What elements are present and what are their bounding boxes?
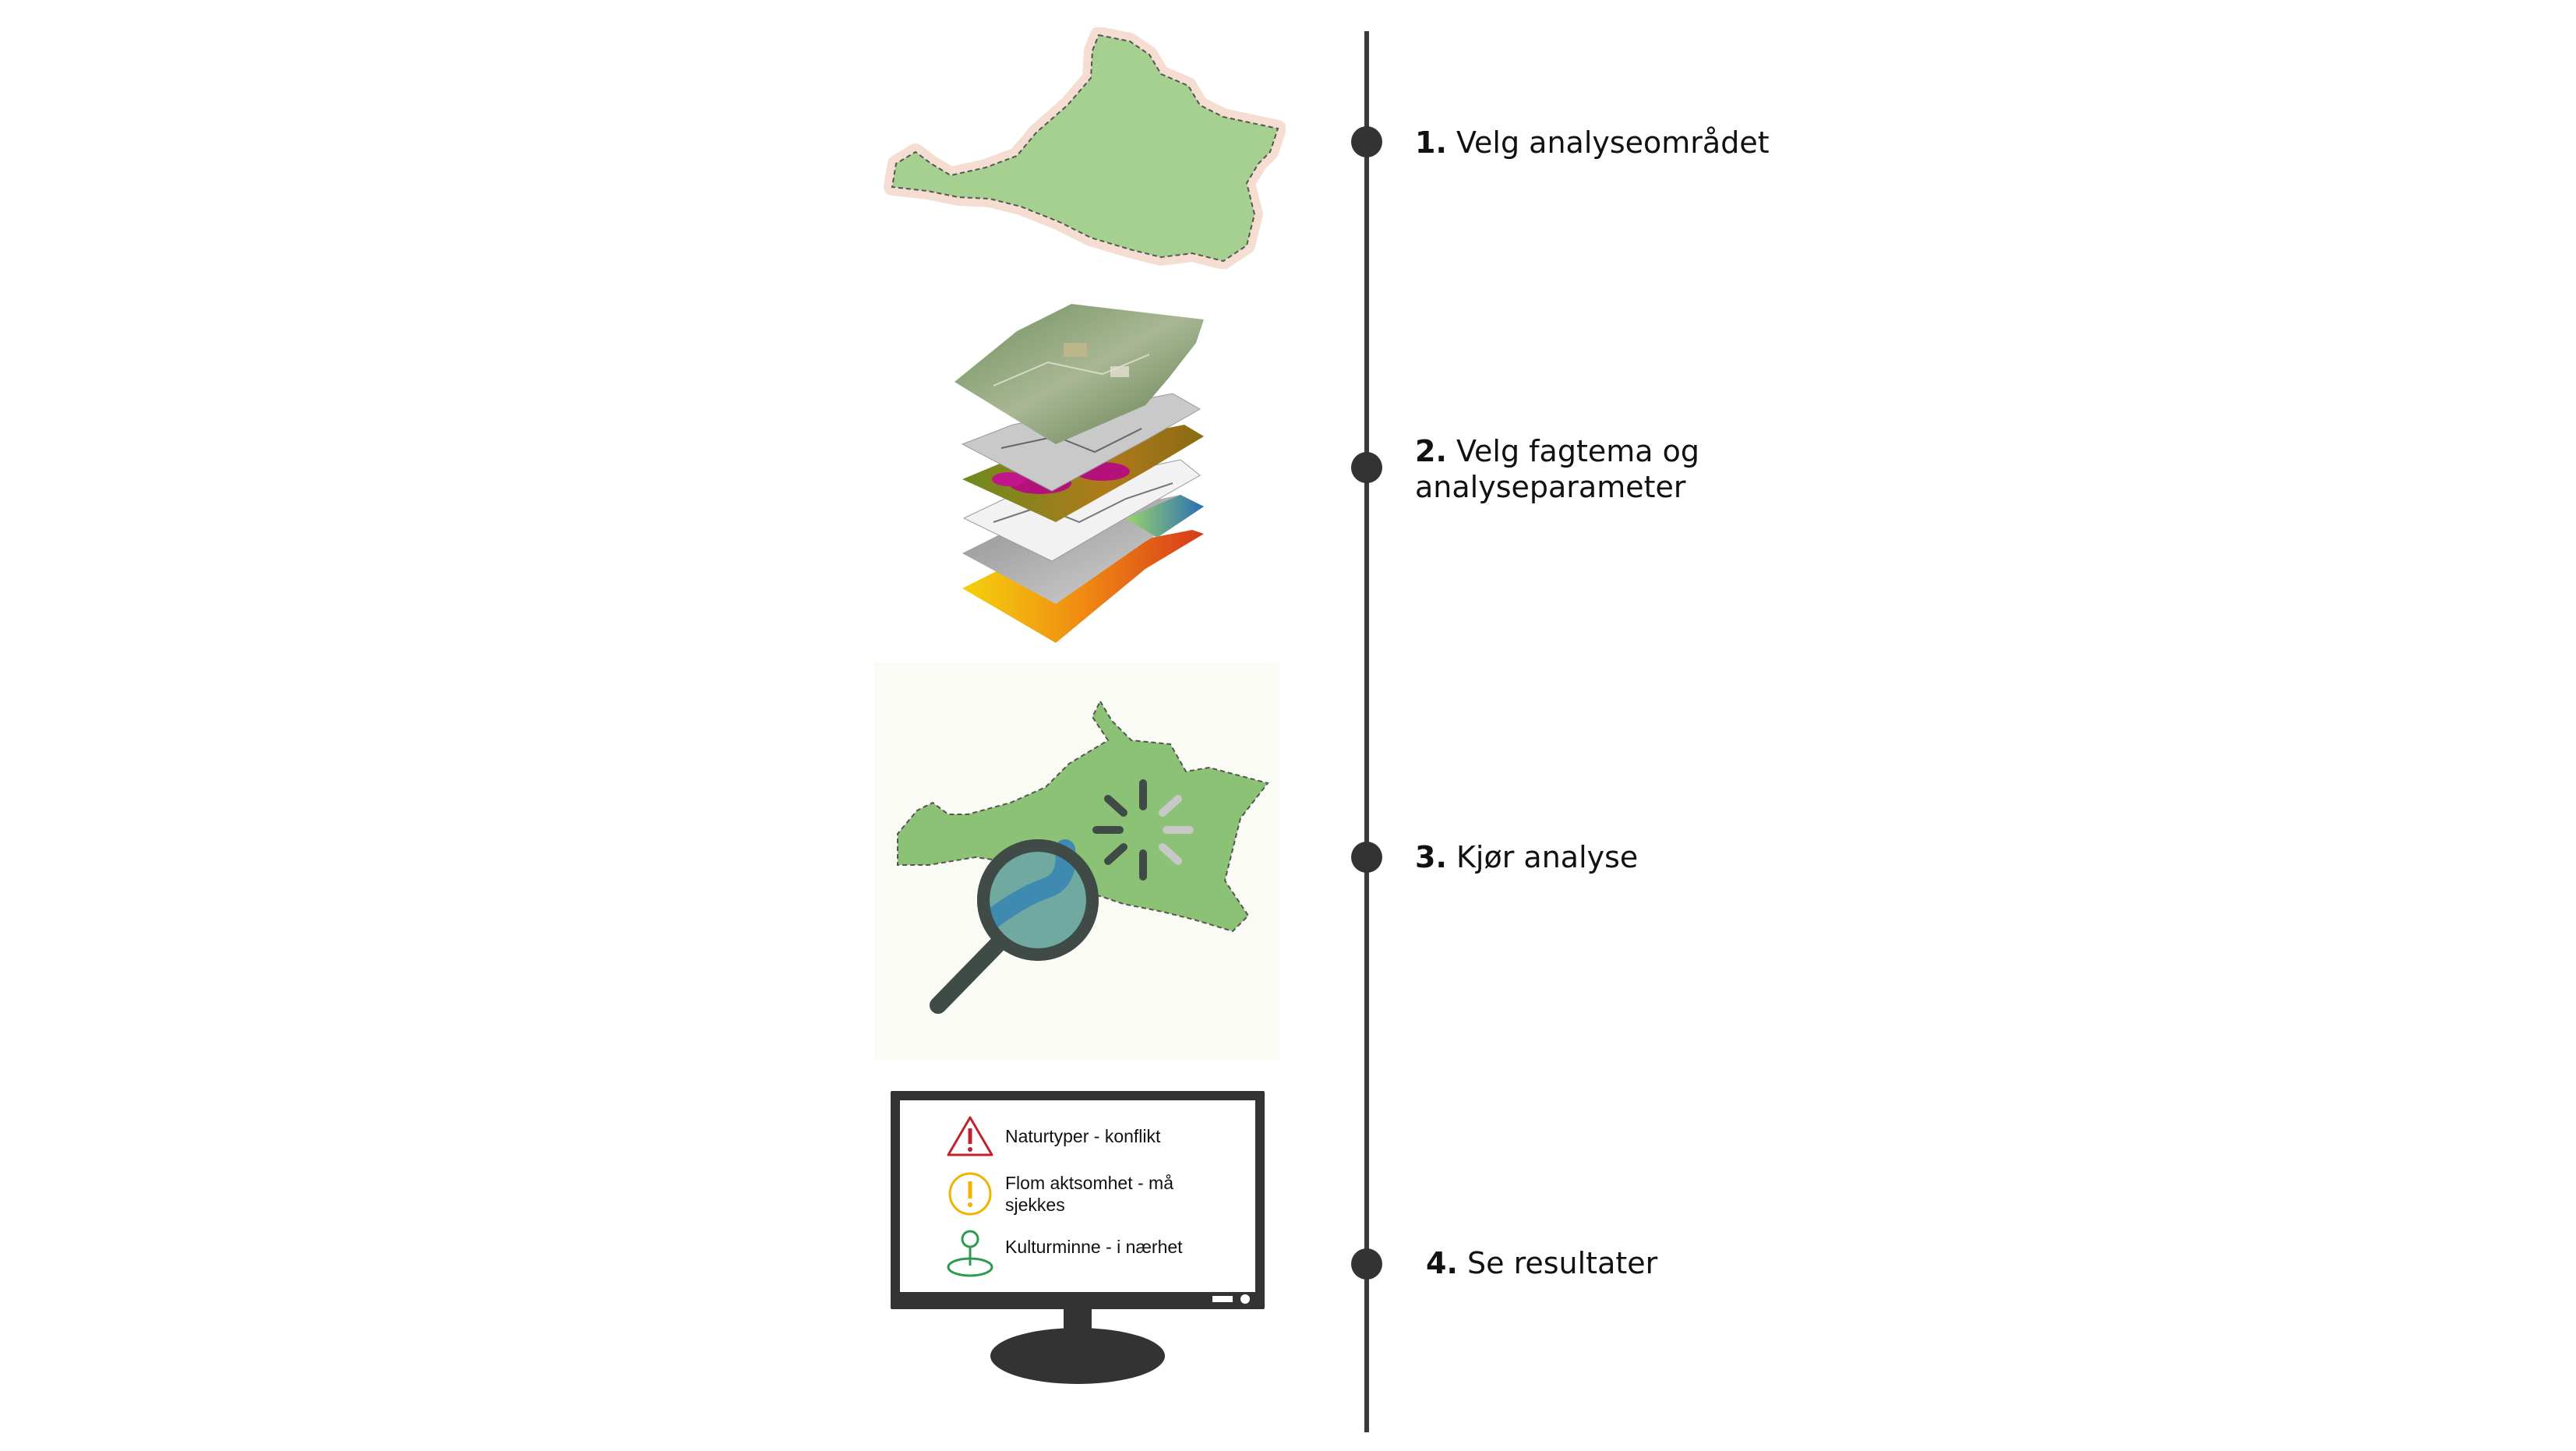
monitor-frame — [891, 1091, 1265, 1384]
area-map-illustration — [884, 27, 1286, 269]
step-text: Velg analyseområdet — [1456, 125, 1770, 160]
result-item-3-text: Kulturminne - i nærhet — [1005, 1237, 1183, 1257]
timeline-dot-4 — [1351, 1248, 1382, 1280]
step-4-label: 4. Se resultater — [1426, 1245, 1657, 1281]
step-number: 3. — [1415, 840, 1447, 874]
step-text: Velg fagtema og — [1456, 434, 1699, 468]
step-3-label: 3. Kjør analyse — [1415, 839, 1638, 875]
location-pin-icon — [947, 1230, 993, 1277]
step-text: Kjør analyse — [1456, 840, 1639, 874]
step-text: Se resultater — [1466, 1246, 1658, 1280]
result-item-2-text: Flom aktsomhet - må sjekkes — [1005, 1172, 1173, 1216]
result-item-2-line2: sjekkes — [1005, 1195, 1065, 1215]
map-layers-illustration — [955, 304, 1204, 643]
exclamation-circle-icon — [948, 1172, 992, 1216]
timeline-line — [1364, 31, 1369, 1432]
warning-triangle-icon — [947, 1116, 993, 1156]
step-1-label: 1. Velg analyseområdet — [1415, 125, 1770, 161]
step-2-label: 2. Velg fagtema og analyseparameter — [1415, 433, 1699, 505]
analysis-illustration — [874, 662, 1279, 1060]
timeline-dot-1 — [1351, 126, 1382, 157]
timeline-dot-2 — [1351, 452, 1382, 483]
timeline-dot-3 — [1351, 842, 1382, 873]
results-monitor: Naturtyper - konflikt Flom aktsomhet - m… — [891, 1091, 1265, 1387]
step-number: 1. — [1415, 125, 1447, 160]
result-item-2-line1: Flom aktsomhet - må — [1005, 1173, 1173, 1193]
step-text-line2: analyseparameter — [1415, 470, 1686, 504]
result-item-1-text: Naturtyper - konflikt — [1005, 1126, 1161, 1146]
step-number: 2. — [1415, 434, 1447, 468]
step-number: 4. — [1426, 1246, 1458, 1280]
